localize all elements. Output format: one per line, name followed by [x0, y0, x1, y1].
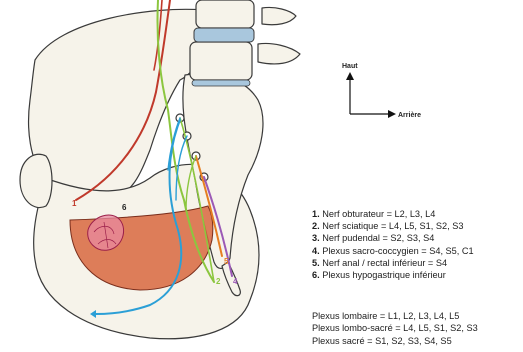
legend-item-sciatic: 2. Nerf sciatique = L4, L5, S1, S2, S3 — [312, 220, 474, 232]
arrow-right-icon — [388, 110, 396, 118]
legend-num: 6. — [312, 270, 320, 280]
legend-num: 2. — [312, 221, 320, 231]
legend-num: 4. — [312, 246, 320, 256]
intervertebral-disc — [194, 28, 254, 42]
legend-text: Nerf obturateur = L2, L3, L4 — [322, 209, 435, 219]
compass-back-label: Arrière — [398, 112, 421, 119]
plexus-line: Plexus lombo-sacré = L4, L5, S1, S2, S3 — [312, 322, 478, 334]
legend-item-pudendal: 3. Nerf pudendal = S2, S3, S4 — [312, 232, 474, 244]
femoral-head — [20, 154, 52, 207]
compass-up-label: Haut — [342, 63, 358, 70]
plexus-line: Plexus lombaire = L1, L2, L3, L4, L5 — [312, 310, 478, 322]
marker-2: 2 — [216, 277, 221, 286]
orientation-compass: Haut Arrière — [336, 60, 446, 130]
marker-6: 6 — [122, 203, 127, 212]
legend-item-sacrococcygeal: 4. Plexus sacro-coccygien = S4, S5, C1 — [312, 245, 474, 257]
arrow-up-icon — [346, 72, 354, 80]
marker-1: 1 — [72, 199, 77, 208]
legend-num: 1. — [312, 209, 320, 219]
vertebra-body-lower — [190, 42, 252, 80]
nerve-legend: 1. Nerf obturateur = L2, L3, L4 2. Nerf … — [312, 208, 474, 281]
legend-text: Plexus hypogastrique inférieur — [322, 270, 446, 280]
spinous-process-upper — [262, 7, 296, 24]
legend-item-obturator: 1. Nerf obturateur = L2, L3, L4 — [312, 208, 474, 220]
legend-item-anal: 5. Nerf anal / rectal inférieur = S4 — [312, 257, 474, 269]
plexus-summary: Plexus lombaire = L1, L2, L3, L4, L5 Ple… — [312, 310, 478, 347]
legend-item-hypogastric: 6. Plexus hypogastrique inférieur — [312, 269, 474, 281]
legend-text: Nerf anal / rectal inférieur = S4 — [322, 258, 447, 268]
plexus-line: Plexus sacré = S1, S2, S3, S4, S5 — [312, 335, 478, 347]
vertebra-body-upper — [196, 0, 254, 28]
legend-num: 5. — [312, 258, 320, 268]
compass-arrows: Haut Arrière — [336, 60, 446, 130]
marker-4: 4 — [233, 277, 238, 286]
marker-5: 5 — [224, 257, 229, 266]
legend-num: 3. — [312, 233, 320, 243]
spinous-process-lower — [258, 43, 300, 63]
legend-text: Plexus sacro-coccygien = S4, S5, C1 — [322, 246, 473, 256]
legend-text: Nerf pudendal = S2, S3, S4 — [322, 233, 434, 243]
intervertebral-disc-lower — [192, 80, 250, 86]
legend-text: Nerf sciatique = L4, L5, S1, S2, S3 — [322, 221, 463, 231]
